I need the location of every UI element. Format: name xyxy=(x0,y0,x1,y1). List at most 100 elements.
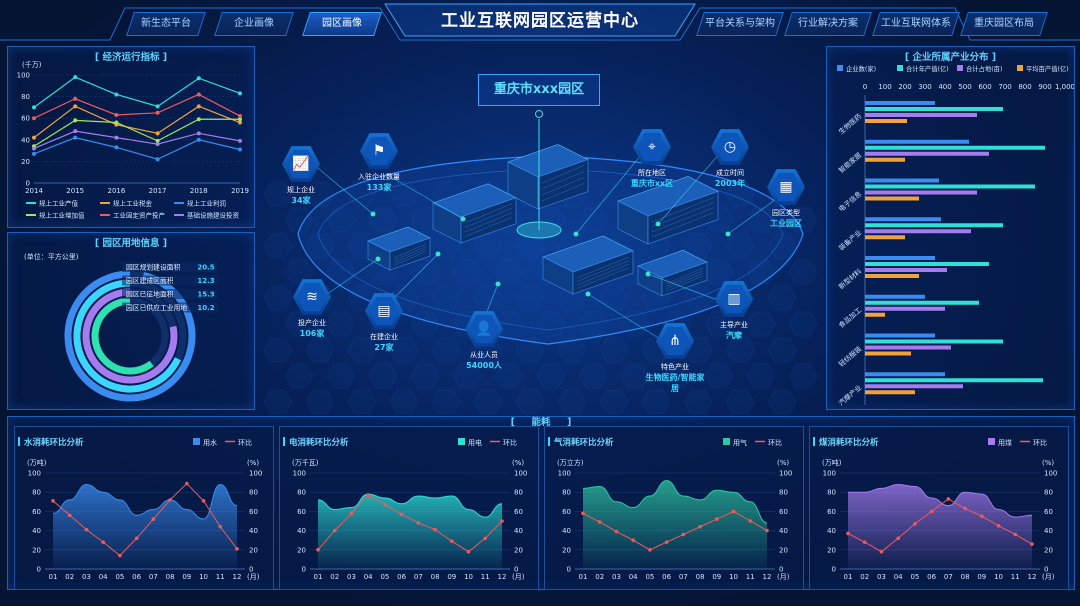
legend-swatch xyxy=(723,438,730,445)
x-tick-label: 600 xyxy=(978,83,991,91)
top-bar-frame xyxy=(0,3,1080,41)
y-tick-label: 100 xyxy=(823,470,836,478)
land-title-text: 园区用地信息 xyxy=(102,238,160,249)
nav-tab-industrial-internet[interactable]: 工业互联网体系 xyxy=(872,12,960,36)
ratio-point xyxy=(366,493,370,497)
building-south-block xyxy=(542,235,634,295)
legend-label: 环比 xyxy=(1033,438,1047,447)
node-hex: ▦ xyxy=(767,169,805,205)
x-tick-label: 09 xyxy=(977,573,986,581)
building-front xyxy=(661,261,708,297)
chart-title: 水消耗环比分析 xyxy=(23,437,84,448)
data-point xyxy=(114,135,119,140)
nav-tab-chongqing-layout[interactable]: 重庆园区布局 xyxy=(960,12,1048,36)
ratio-point xyxy=(846,531,850,536)
connector-dot xyxy=(435,251,441,257)
x-tick-label: 10 xyxy=(464,573,473,581)
land-panel-title: [ 园区用地信息 ] xyxy=(94,238,168,249)
category-label: 智能家居 xyxy=(837,150,864,175)
ring-arc xyxy=(91,297,154,375)
hex-tile xyxy=(557,389,587,414)
nav-tab-park[interactable]: 园区画像 xyxy=(302,12,382,36)
x-tick-label: 08 xyxy=(961,573,970,581)
hex-tile xyxy=(263,233,293,259)
node-hex: 👤 xyxy=(465,311,503,347)
nav-tab-label: 园区画像 xyxy=(322,18,362,29)
hex-tile xyxy=(620,311,650,337)
bar xyxy=(865,107,1003,111)
nav-tab-architecture[interactable]: 平台关系与架构 xyxy=(696,12,784,36)
node-label: 特色产业 xyxy=(661,363,689,371)
nav-tab-enterprise[interactable]: 企业画像 xyxy=(214,12,294,36)
y2-tick-label: 100 xyxy=(779,470,792,478)
node-location[interactable]: ⌖所在地区重庆市xx区 xyxy=(628,128,676,189)
y-tick-label: 20 xyxy=(562,546,571,554)
park-road xyxy=(317,168,784,331)
series-line xyxy=(33,118,240,147)
x-tick-label: 03 xyxy=(82,573,91,581)
building-east-block xyxy=(617,176,719,245)
energy-title-text: 能耗 xyxy=(531,417,551,428)
node-type[interactable]: ▦园区类型工业园区 xyxy=(762,168,810,229)
top-bar: 新生态平台 企业画像 园区画像 工业互联网园区运营中心 平台关系与架构 行业解决… xyxy=(0,0,1080,42)
category-label: 轻纺服装 xyxy=(837,344,864,369)
building-window-row xyxy=(393,251,427,266)
building-window-row xyxy=(665,270,704,287)
data-point xyxy=(155,131,160,136)
building-west-block xyxy=(432,183,517,244)
ratio-point xyxy=(980,514,984,518)
x-tick-label: 2017 xyxy=(149,187,167,195)
connector-line xyxy=(727,193,784,235)
nav-tab-ecosystem[interactable]: 新生态平台 xyxy=(126,12,206,36)
y-tick-label: 40 xyxy=(297,527,306,535)
industry-panel-title: [ 企业所属产业分布 ] xyxy=(904,52,997,63)
hex-tile xyxy=(704,259,734,285)
x-tick-label: 01 xyxy=(314,573,323,581)
founded-icon: ◷ xyxy=(715,132,745,162)
bar xyxy=(865,339,1003,344)
nav-tab-solutions[interactable]: 行业解决方案 xyxy=(784,12,872,36)
node-main[interactable]: ▥主导产业汽摩 xyxy=(710,280,758,341)
data-point xyxy=(73,96,78,101)
ratio-point xyxy=(748,519,753,523)
hex-tile xyxy=(347,389,377,414)
hex-tile xyxy=(788,259,818,285)
y2-tick-label: 100 xyxy=(249,470,262,478)
right-unit: (%) xyxy=(777,459,789,467)
y2-tick-label: 20 xyxy=(779,546,788,554)
land-row-bg xyxy=(122,289,218,299)
bar xyxy=(865,196,919,201)
bar xyxy=(865,113,977,117)
ratio-point xyxy=(963,506,967,511)
data-point xyxy=(73,129,78,134)
y-tick-label: 60 xyxy=(562,508,571,516)
land-item-label: 园区规划建设面积 xyxy=(126,263,181,272)
data-point xyxy=(114,92,119,97)
economy-unit: (千万) xyxy=(22,61,42,69)
land-item-label: 园区已供应工业用地 xyxy=(126,303,187,312)
connector-dot xyxy=(725,231,731,237)
node-feature[interactable]: ⋔特色产业生物医药/智能家居 xyxy=(645,322,705,394)
ratio-point xyxy=(349,511,354,516)
ratio-point xyxy=(698,524,702,529)
x-tick-label: 1,000 xyxy=(1055,83,1074,91)
data-point xyxy=(238,138,242,143)
hex-tile xyxy=(284,207,314,233)
land-item-label: 园区建成区面积 xyxy=(126,276,174,285)
legend-label: 规上工业产值 xyxy=(39,199,79,208)
y-tick-label: 60 xyxy=(32,508,41,516)
bar xyxy=(865,345,951,350)
land-item-label: 园区已征地面积 xyxy=(126,290,174,299)
area-line xyxy=(52,484,238,520)
connector-line xyxy=(657,143,729,225)
building-window-row xyxy=(651,197,715,223)
